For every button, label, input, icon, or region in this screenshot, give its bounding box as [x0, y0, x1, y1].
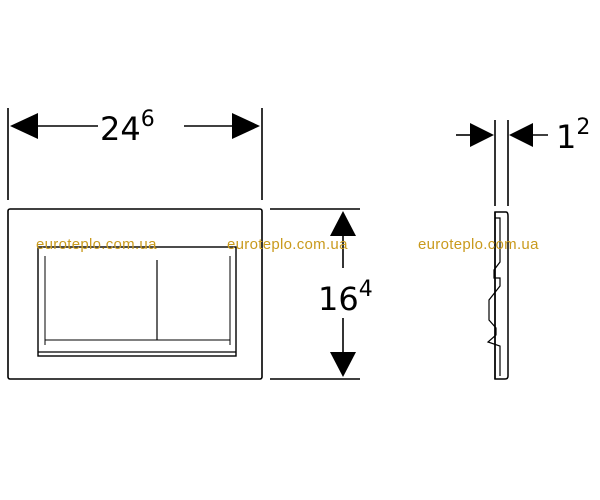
depth-label: 12	[556, 115, 590, 156]
width-main: 24	[100, 110, 141, 148]
button-frame	[37, 246, 237, 357]
depth-dimension: 12	[456, 115, 590, 206]
depth-main: 1	[556, 118, 576, 156]
depth-arrow-right	[509, 123, 533, 147]
height-sup: 4	[359, 277, 373, 302]
watermark-left: euroteplo.com.ua	[36, 236, 157, 253]
height-main: 16	[318, 280, 359, 318]
width-arrow-left	[10, 113, 38, 139]
watermark-center: euroteplo.com.ua	[227, 236, 348, 253]
depth-sup: 2	[576, 115, 590, 140]
front-view	[7, 208, 263, 380]
width-sup: 6	[141, 107, 155, 132]
height-label: 164	[318, 277, 373, 318]
side-profile-outer	[494, 211, 509, 380]
side-view	[486, 211, 509, 380]
width-label: 246	[100, 107, 155, 148]
height-dimension: 164	[270, 208, 373, 380]
height-arrow-bottom	[330, 352, 356, 377]
width-arrow-right	[232, 113, 260, 139]
height-arrow-top	[330, 211, 356, 236]
watermark-right: euroteplo.com.ua	[418, 236, 539, 253]
depth-arrow-left	[470, 123, 494, 147]
plate-outline	[7, 208, 263, 380]
width-dimension: 246	[7, 107, 263, 200]
